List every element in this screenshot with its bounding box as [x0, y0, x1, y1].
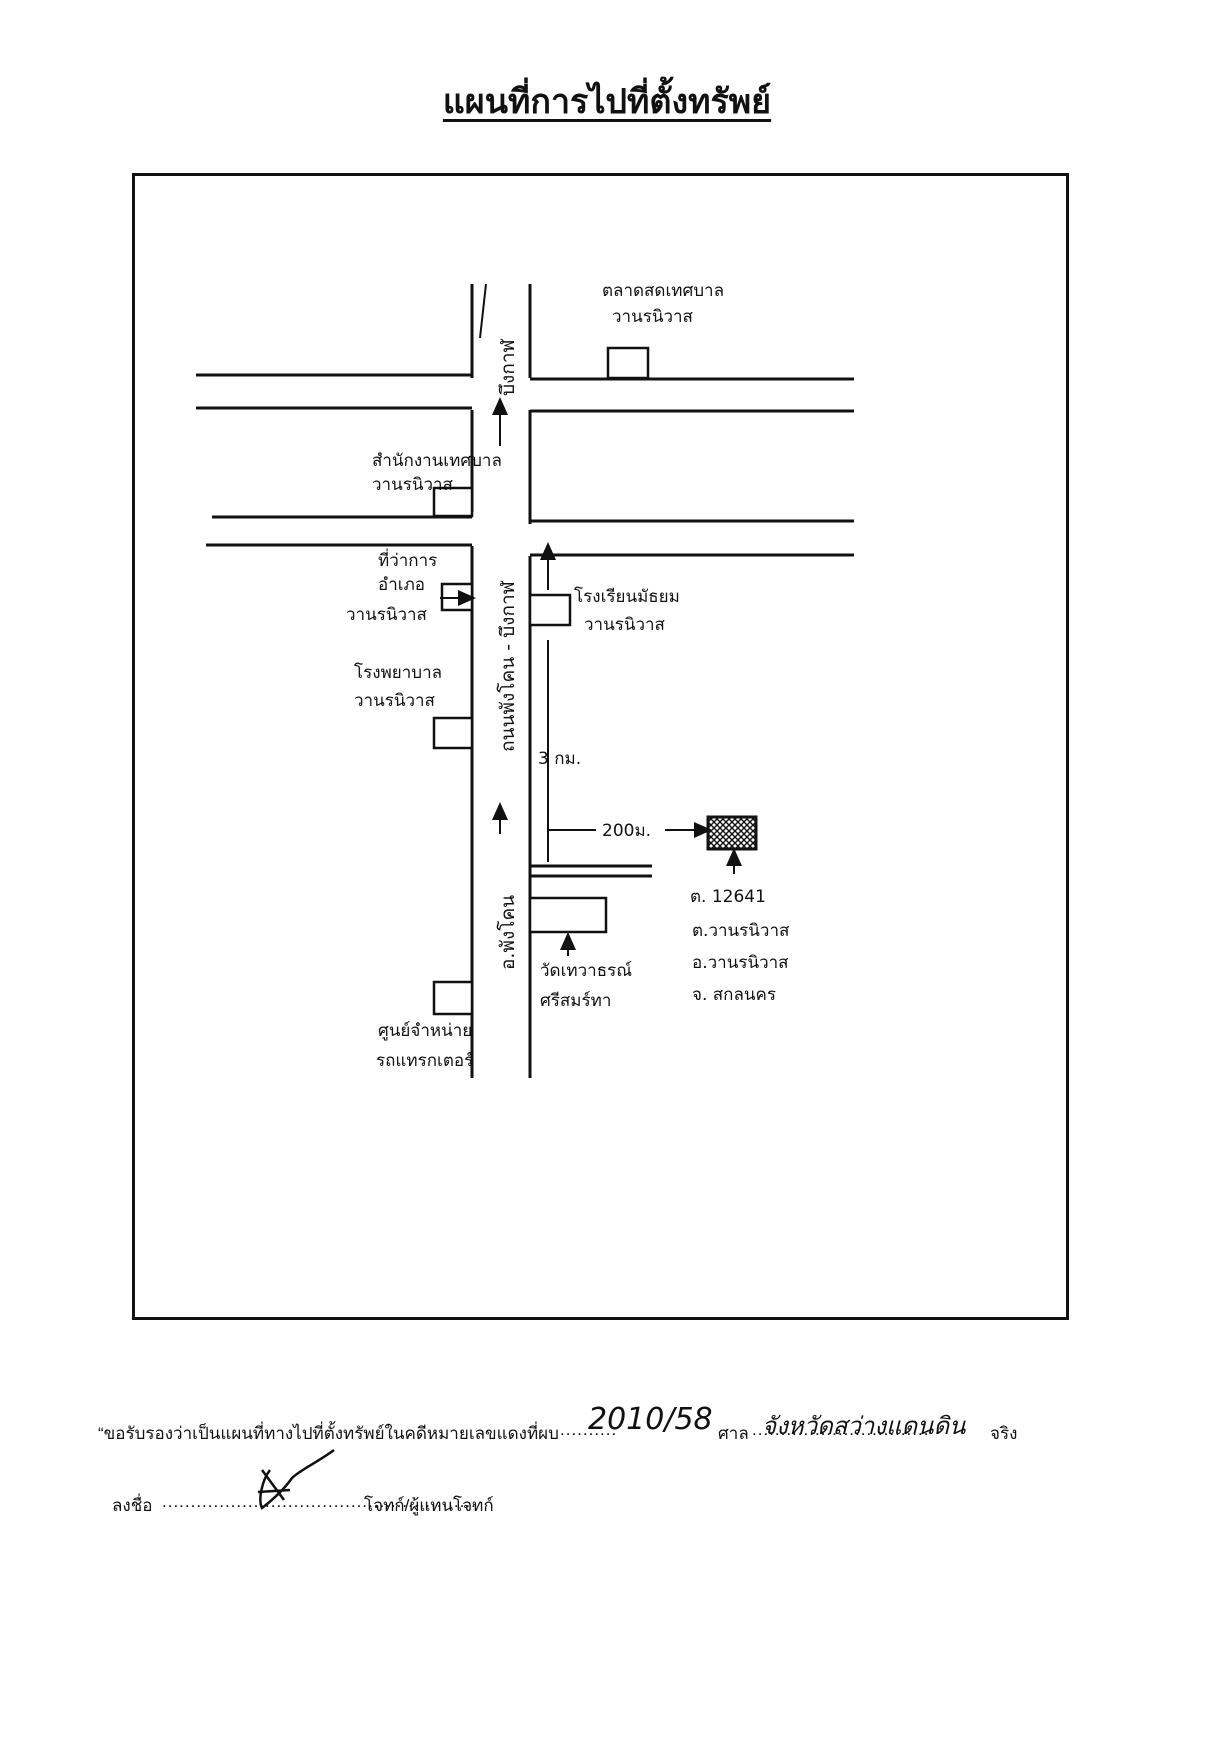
property-label-2: ต.วานรนิวาส: [692, 921, 790, 941]
school-building: [528, 593, 572, 627]
case-number: 2010/58: [588, 1402, 713, 1437]
property-plot: [706, 815, 758, 851]
market-building: [606, 346, 650, 380]
market-label-1: ตลาดสดเทศบาล: [602, 281, 724, 301]
temple-label-2: ศรีสมร์ทา: [540, 991, 611, 1011]
hospital-label-2: วานรนิวาส: [354, 691, 436, 711]
road-top-label: บึงกาฬ: [497, 338, 519, 396]
property-label-1: ต. 12641: [690, 887, 766, 907]
road-lines: [196, 284, 854, 1078]
distance-200m-label: 200ม.: [602, 821, 651, 841]
property-label-3: อ.วานรนิวาส: [692, 953, 789, 973]
municipal-office-building: [432, 486, 474, 518]
property-label-4: จ. สกลนคร: [692, 985, 776, 1005]
hospital-building: [432, 716, 474, 750]
district-office-label-3: วานรนิวาส: [346, 605, 428, 625]
signer-role: โจทก์/ผู้แทนโจทก์: [364, 1496, 494, 1515]
page-title: แผนที่การไปที่ตั้งทรัพย์: [442, 84, 772, 121]
sign-label: ลงชื่อ: [112, 1496, 153, 1515]
signature: [257, 1448, 335, 1510]
tractor-center-label-2: รถแทรกเตอร์: [376, 1051, 473, 1071]
court-name: จังหวัดสว่างแดนดิน: [762, 1412, 966, 1440]
municipal-office-label-1: สำนักงานเทศบาล: [372, 451, 502, 471]
court-label: ศาล: [718, 1424, 749, 1443]
tractor-center-building: [432, 980, 474, 1016]
school-label-1: โรงเรียนมัธยม: [574, 586, 680, 607]
temple-label-1: วัดเทวาธรณ์: [540, 961, 632, 981]
school-label-2: วานรนิวาส: [584, 615, 666, 635]
market-label-2: วานรนิวาส: [612, 307, 694, 327]
district-office-label-1: ที่ว่าการ: [378, 548, 437, 571]
road-bottom-label: อ.พังโคน: [496, 895, 519, 970]
map-frame: [132, 173, 1069, 1320]
district-office-label-2: อำเภอ: [378, 575, 425, 595]
temple-building: [528, 896, 608, 934]
building-boxes: [432, 346, 650, 1016]
certify-prefix: “ขอรับรองว่าเป็นแผนที่ทางไปที่ตั้งทรัพย์…: [98, 1424, 559, 1443]
arrows: [440, 283, 742, 956]
sign-dots: ........................................…: [162, 1492, 477, 1511]
tractor-center-label-1: ศูนย์จำหน่าย: [378, 1021, 472, 1041]
road-vertical-label: ถนนพังโคน - บึงกาฬ: [496, 580, 519, 752]
road-top-tick: [479, 283, 487, 339]
hospital-label-1: โรงพยาบาล: [354, 662, 442, 683]
distance-3km-label: 3 กม.: [538, 749, 581, 769]
municipal-office-label-2: วานรนิวาส: [372, 475, 454, 495]
certify-suffix: จริง: [990, 1424, 1018, 1443]
certify-dots-2: ...............................: [752, 1420, 930, 1439]
certify-dots-1: ..........: [560, 1420, 618, 1439]
